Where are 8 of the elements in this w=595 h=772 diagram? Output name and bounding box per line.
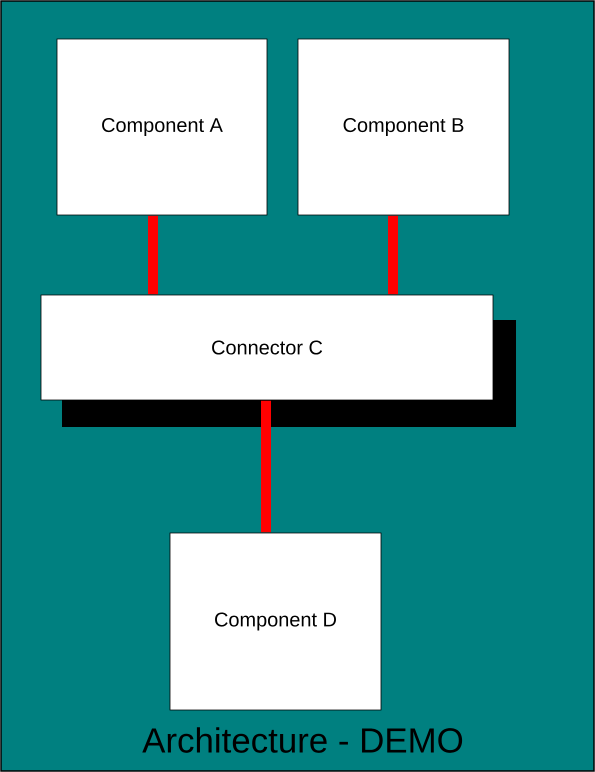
connector-line	[261, 400, 271, 532]
connector-line	[388, 216, 398, 294]
component-box: Component D	[170, 532, 382, 710]
component-box: Component B	[298, 38, 510, 216]
connector-line	[148, 216, 158, 294]
diagram-title: Architecture - DEMO	[142, 727, 462, 753]
component-box: Connector C	[40, 294, 494, 400]
component-box: Component A	[56, 38, 268, 216]
